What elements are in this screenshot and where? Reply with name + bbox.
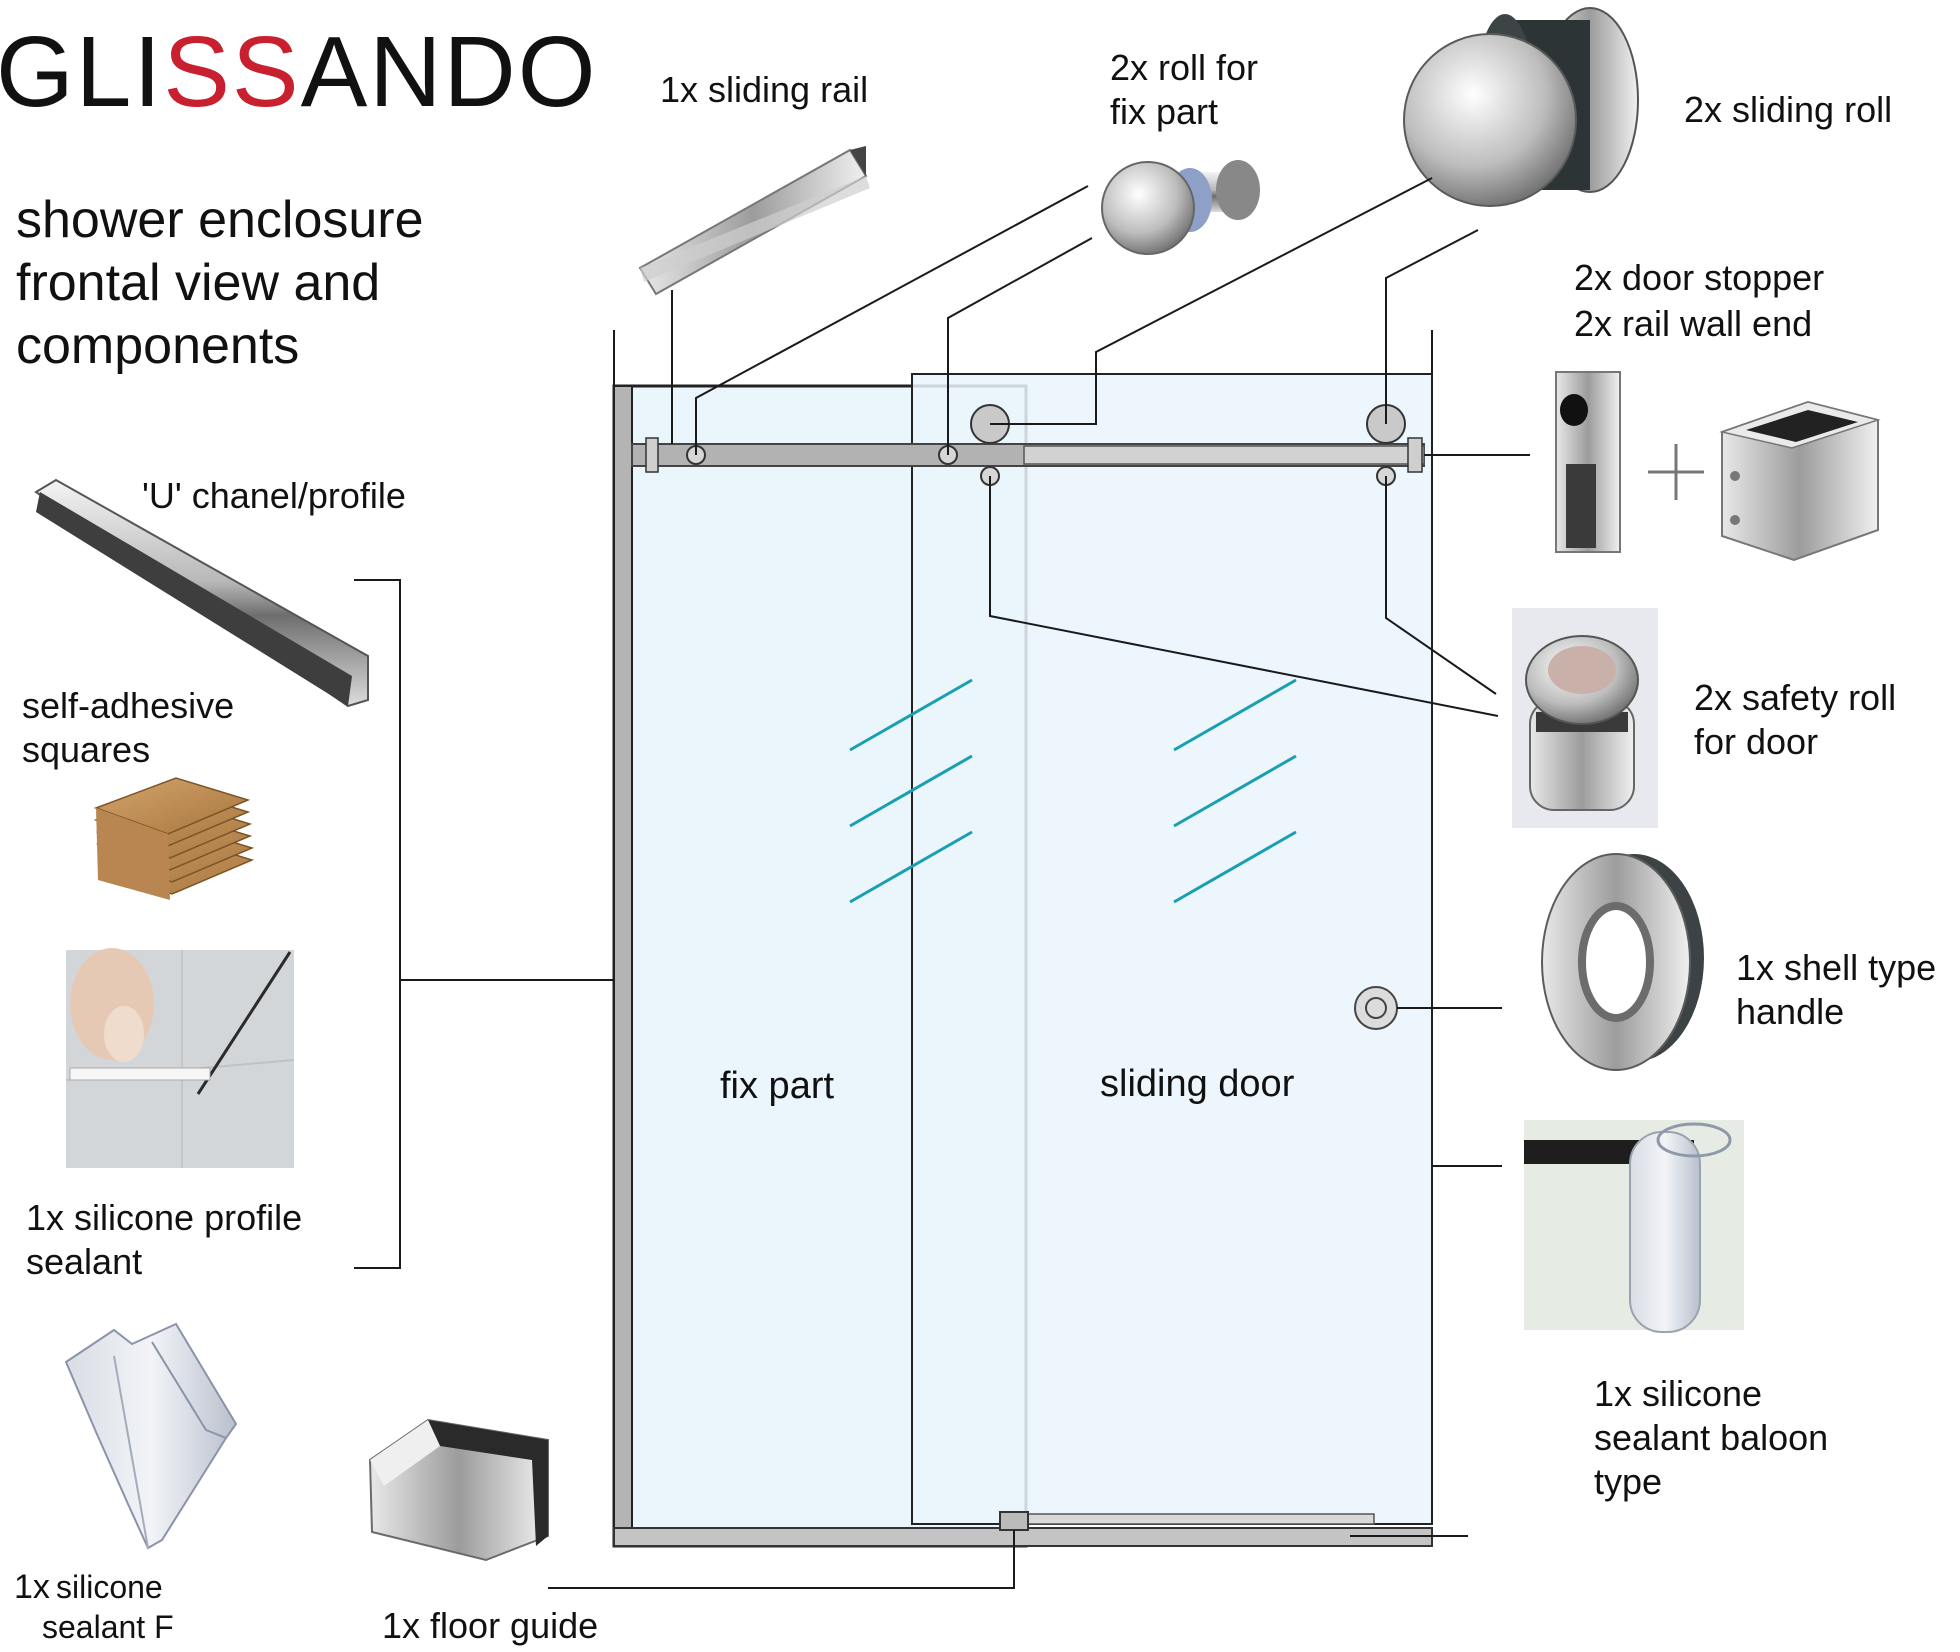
label-safety-roll-1: 2x safety roll xyxy=(1694,677,1896,718)
rail-wall-end-right xyxy=(1407,437,1423,473)
component-labels: 1x sliding rail 2x roll for fix part 2x … xyxy=(14,47,1936,1646)
sliding-rail-image xyxy=(638,146,870,296)
label-floor-guide: 1x floor guide xyxy=(382,1605,598,1646)
page-title: shower enclosure frontal view and compon… xyxy=(16,191,424,375)
title-line-3: components xyxy=(16,317,299,375)
plus-sign xyxy=(1648,444,1704,500)
door-stopper-image xyxy=(1555,371,1621,553)
silicone-profile-sealant-image xyxy=(65,948,295,1168)
label-sliding-rail: 1x sliding rail xyxy=(660,69,868,110)
u-channel-profile xyxy=(613,385,633,1547)
silicone-sealant-f-image xyxy=(64,1322,238,1550)
label-silicone-profile-1: 1x silicone profile xyxy=(26,1197,302,1238)
leader-lines xyxy=(354,177,1530,1589)
adhesive-squares-image xyxy=(93,777,255,900)
brand-name-accent: SS xyxy=(163,16,300,128)
enclosure-frontal-view: fix part sliding door xyxy=(612,330,1433,1548)
label-handle-1: 1x shell type xyxy=(1736,947,1936,988)
brand-name-right: ANDO xyxy=(301,16,598,128)
label-sealant-f-1: 1x xyxy=(14,1568,50,1606)
shell-handle-image xyxy=(1541,853,1704,1071)
label-baloon-1: 1x silicone xyxy=(1594,1373,1762,1414)
label-door-stopper: 2x door stopper xyxy=(1574,257,1824,298)
rail-wall-end-left xyxy=(645,437,659,473)
label-baloon-3: type xyxy=(1594,1461,1662,1502)
fix-part-label: fix part xyxy=(720,1065,834,1107)
floor-guide xyxy=(999,1511,1029,1531)
label-safety-roll-2: for door xyxy=(1694,721,1818,762)
u-channel-image xyxy=(34,478,369,708)
shell-handle xyxy=(1354,986,1398,1030)
label-silicone-profile-2: sealant xyxy=(26,1241,142,1282)
label-sealant-f-3: sealant F xyxy=(42,1609,174,1645)
label-rail-wall-end: 2x rail wall end xyxy=(1574,303,1812,344)
title-line-2: frontal view and xyxy=(16,254,380,312)
svg-text:GLISSANDO: GLISSANDO xyxy=(0,16,598,128)
floor-guide-image xyxy=(368,1418,549,1562)
label-baloon-2: sealant baloon xyxy=(1594,1417,1828,1458)
label-roll-fix-part-1: 2x roll for xyxy=(1110,47,1258,88)
sliding-roll-image xyxy=(1403,7,1639,207)
title-line-1: shower enclosure xyxy=(16,191,424,249)
silicone-baloon-sealant-image xyxy=(1524,1120,1744,1333)
safety-roll-image xyxy=(1512,608,1658,828)
label-adhesive-1: self-adhesive xyxy=(22,685,234,726)
brand-name-left: GLI xyxy=(0,16,163,128)
sliding-door-glass xyxy=(911,373,1433,1525)
roll-fix-part-image xyxy=(1101,160,1260,255)
sliding-door-label: sliding door xyxy=(1100,1063,1295,1105)
label-adhesive-2: squares xyxy=(22,729,150,770)
rail-wall-end-image xyxy=(1719,400,1881,562)
brand-logo: GLISSANDO xyxy=(0,16,598,128)
label-u-channel: 'U' chanel/profile xyxy=(142,475,406,516)
label-handle-2: handle xyxy=(1736,991,1844,1032)
label-roll-fix-part-2: fix part xyxy=(1110,91,1218,132)
label-sealant-f-2: silicone xyxy=(56,1569,163,1605)
label-sliding-roll: 2x sliding roll xyxy=(1684,89,1892,130)
glass-etch-marks xyxy=(849,678,1297,904)
